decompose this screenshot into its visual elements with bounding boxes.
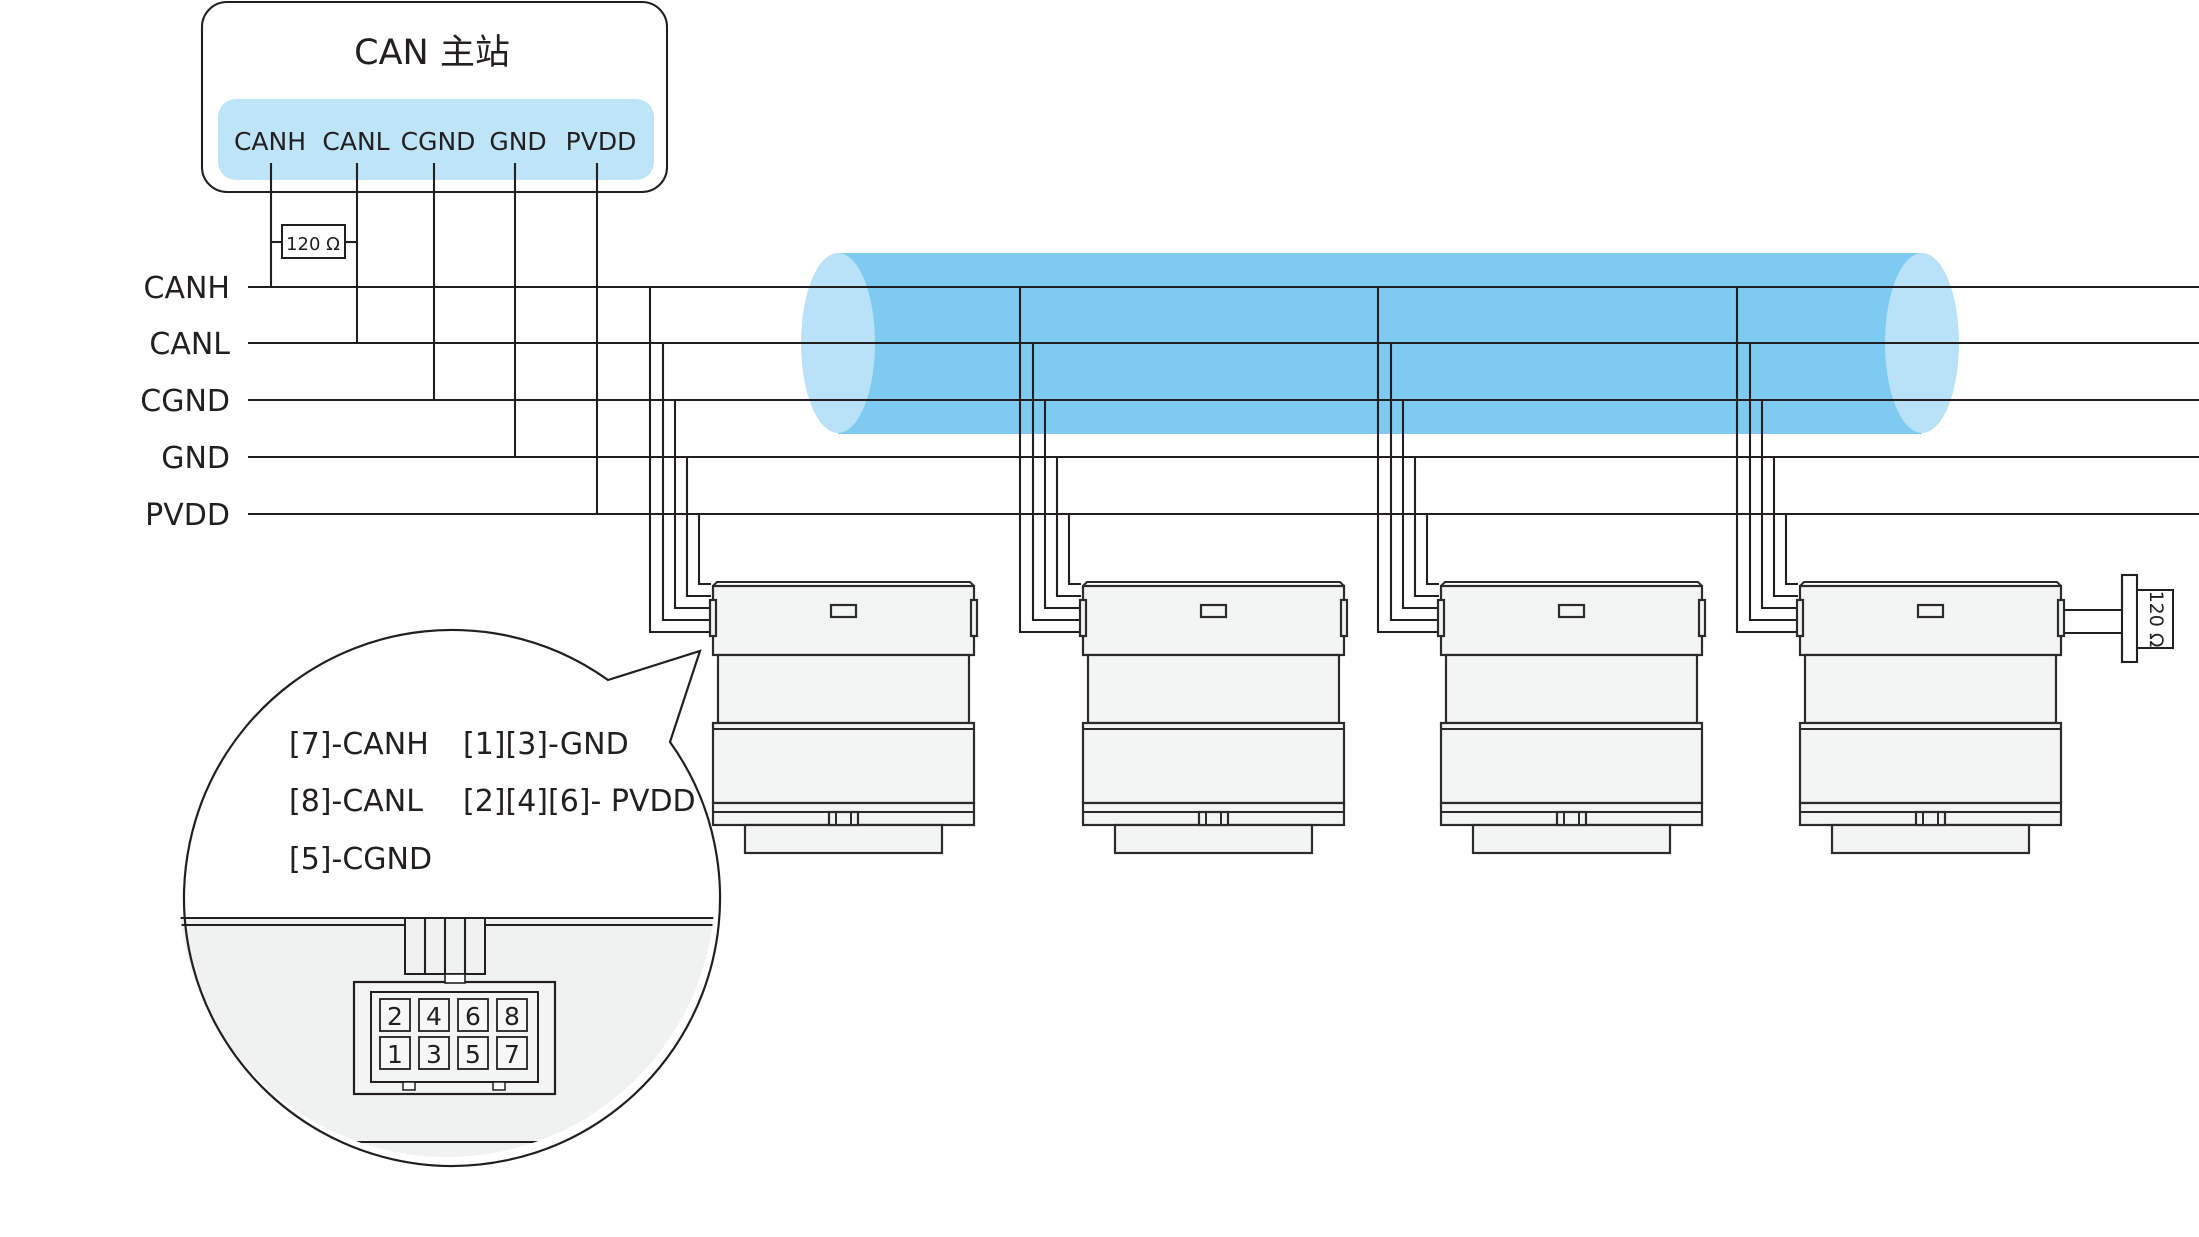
- end-termination-resistor: 120 Ω: [2064, 573, 2174, 664]
- connector-pin-2: 2: [379, 998, 411, 1032]
- bus-lines: [248, 285, 2199, 516]
- connector-pin-6: 6: [457, 998, 489, 1032]
- master-pin-canh: CANH: [234, 127, 306, 156]
- motor-4-drop-wire-5: [1784, 514, 1798, 586]
- motor-4-connector: [1795, 598, 1805, 638]
- master-termination-resistor: 120 Ω: [271, 224, 357, 259]
- bus-label-cgnd: CGND: [140, 384, 230, 419]
- motor-3-drop-wire-1: [1376, 287, 1439, 634]
- motor-4: [1795, 581, 2066, 855]
- connector-pin-5-number: 5: [465, 1040, 481, 1069]
- motor-1-top-notch: [829, 603, 858, 619]
- end-resistor-label: 120 Ω: [2145, 591, 2167, 648]
- master-drop-wires: [269, 163, 599, 514]
- connector-pin-7-number: 7: [504, 1040, 520, 1069]
- bus-label-pvdd: PVDD: [145, 498, 230, 533]
- master-pin-cgnd: CGND: [401, 127, 476, 156]
- connector-pin-4-number: 4: [426, 1002, 442, 1031]
- connector-pin-8: 8: [496, 998, 528, 1032]
- motor-1-drop-wire-5: [697, 514, 711, 586]
- motor-4-drop-wire-2: [1748, 343, 1798, 622]
- motor-2-drop-wire-2: [1031, 343, 1081, 622]
- bus-label-canl: CANL: [149, 327, 230, 362]
- motor-2-drop-wire-4: [1055, 457, 1081, 598]
- master-resistor-label: 120 Ω: [286, 234, 340, 255]
- motor-2-drop-wire-3: [1043, 400, 1081, 610]
- connector-pin-1-number: 1: [387, 1040, 403, 1069]
- end-resistor-box: [2136, 589, 2174, 649]
- motor-2-connector: [1078, 598, 1088, 638]
- connector-pin-8-number: 8: [504, 1002, 520, 1031]
- connector-pin-6-number: 6: [465, 1002, 481, 1031]
- motor-4-drop-wire-3: [1760, 400, 1798, 610]
- legend-cgnd: [5]-CGND: [289, 842, 432, 877]
- motor-3-drop-wire-2: [1389, 343, 1439, 622]
- motor-1-drop-wire-4: [685, 457, 711, 598]
- motor-4-drop-wire-4: [1772, 457, 1798, 598]
- motor-3-top-notch: [1557, 603, 1586, 619]
- motor-3-drop-wire-3: [1401, 400, 1439, 610]
- motor-1-drop-wire-3: [673, 400, 711, 610]
- motor-3: [1436, 581, 1707, 855]
- legend-pvdd: [2][4][6]- PVDD: [463, 784, 696, 819]
- connector-pin-1: 1: [379, 1036, 411, 1070]
- connector-pin-3: 3: [418, 1036, 450, 1070]
- legend-canh: [7]-CANH: [289, 727, 429, 762]
- motor-3-drop-wire-5: [1425, 514, 1439, 586]
- bus-labels: CANH CANL CGND GND PVDD: [140, 271, 230, 533]
- bus-label-gnd: GND: [161, 441, 230, 476]
- motor-4-drop-wire-1: [1735, 287, 1798, 634]
- master-pin-canl: CANL: [322, 127, 389, 156]
- motor-1: [708, 581, 979, 855]
- master-pin-band: [218, 99, 654, 180]
- callout-outline: [182, 628, 722, 1168]
- connector-pin-5: 5: [457, 1036, 489, 1070]
- motor-3-connector: [1436, 598, 1446, 638]
- connector-pin-2-number: 2: [387, 1002, 403, 1031]
- motor-2-top-notch: [1199, 603, 1228, 619]
- motor-drop-wires: [648, 287, 1798, 634]
- master-pin-pvdd: PVDD: [566, 127, 637, 156]
- legend-canl: [8]-CANL: [289, 784, 423, 819]
- bus-label-canh: CANH: [144, 271, 230, 306]
- connector-pin-3-number: 3: [426, 1040, 442, 1069]
- motors: [708, 581, 2066, 855]
- connector-callout: [7]-CANH [8]-CANL [5]-CGND [1][3]-GND [2…: [179, 628, 722, 1168]
- can-master: CAN 主站 CANH CANL CGND GND PVDD: [200, 0, 669, 194]
- connector-wires: [404, 917, 486, 975]
- connector-pin-7: 7: [496, 1036, 528, 1070]
- motor-1-drop-wire-2: [661, 343, 711, 622]
- legend-gnd: [1][3]-GND: [463, 727, 629, 762]
- master-pin-gnd: GND: [489, 127, 546, 156]
- motor-1-connector: [708, 598, 718, 638]
- motor-2-drop-wire-1: [1018, 287, 1081, 634]
- motor-1-drop-wire-1: [648, 287, 711, 634]
- motor-4-top-notch: [1916, 603, 1945, 619]
- motor-2-drop-wire-5: [1067, 514, 1081, 586]
- motor-2: [1078, 581, 1349, 855]
- motor-3-drop-wire-4: [1413, 457, 1439, 598]
- connector-pin-4: 4: [418, 998, 450, 1032]
- master-title: CAN 主站: [354, 33, 510, 73]
